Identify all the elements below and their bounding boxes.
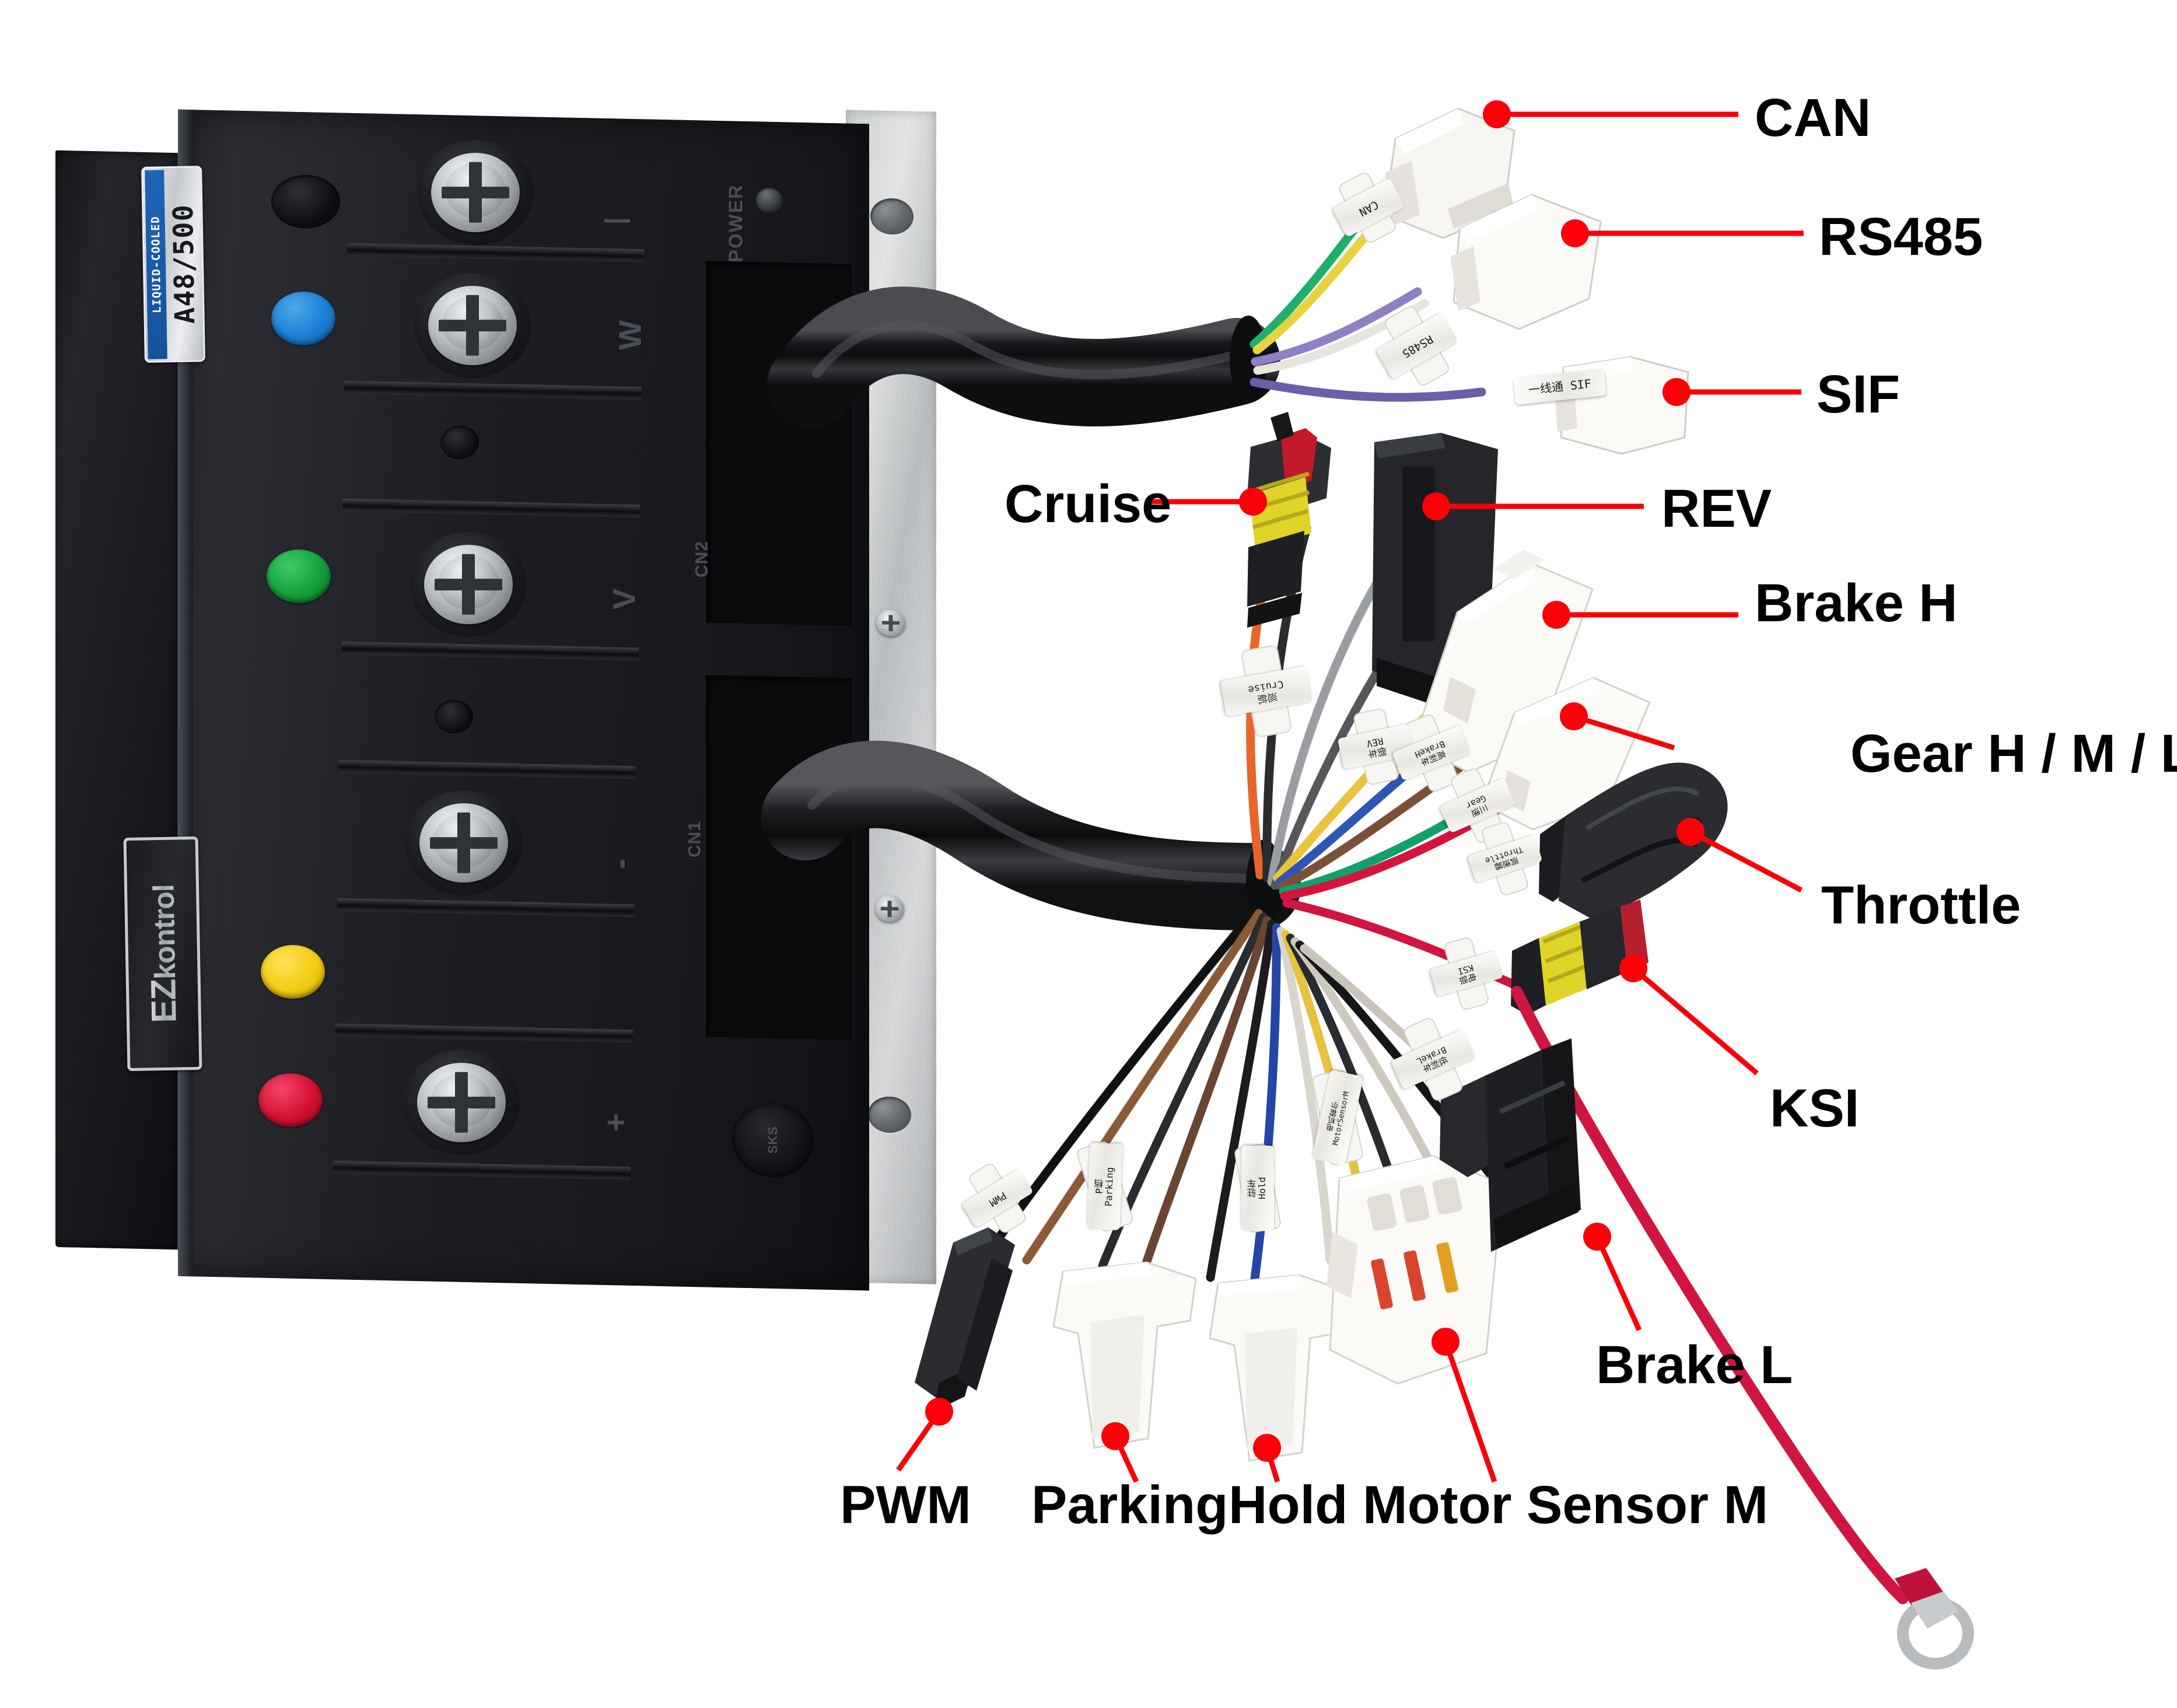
brake-l-connector — [1440, 1038, 1581, 1252]
terminal-bolt-positive — [403, 1050, 520, 1155]
wire-label-hold: 驻车 Hold — [1241, 1146, 1274, 1231]
negative-marking: - — [603, 859, 638, 869]
hold-connector — [1209, 1274, 1349, 1462]
callout-label-throttle: Throttle — [1821, 876, 2021, 935]
rs485-connector — [1450, 194, 1602, 330]
model-sticker: LIQUID-COOLED A48/500 — [141, 166, 205, 363]
callout-label-cruise: Cruise — [1005, 474, 1172, 534]
cn2-marking: CN2 — [692, 540, 712, 578]
liquid-cooled-text: LIQUID-COOLED — [149, 215, 163, 314]
motor-controller: LIQUID-COOLED A48/500 EZkontrol — [55, 109, 1012, 1291]
callout-label-pwm: PWM — [840, 1475, 971, 1535]
leader-throttle — [1689, 830, 1803, 892]
wire-label-cruise: 巡航 Cruise — [1220, 666, 1313, 717]
callout-label-hold: Hold — [1228, 1475, 1348, 1535]
wire-label-gear: 三速 Gear — [1439, 778, 1516, 834]
terminal-bolt-w — [414, 273, 531, 378]
leader-gear — [1573, 713, 1675, 751]
wire-label-sif: 一线通 SIF — [1513, 368, 1606, 405]
leader-dot-brake-h — [1542, 601, 1570, 629]
terminal-bolt-negative — [405, 790, 522, 895]
wire-label-parking: P档 Parking — [1087, 1143, 1123, 1230]
cn2-cable-well — [706, 261, 852, 626]
mounting-hole-top — [870, 198, 914, 235]
leader-dot-hold — [1253, 1434, 1281, 1462]
wire-label-can: CAN — [1332, 177, 1405, 238]
mounting-hole-bottom — [868, 1096, 911, 1133]
terminal-bolt-v — [410, 532, 527, 637]
rev-connector — [1372, 433, 1498, 705]
sleeve-end-upper — [1230, 316, 1267, 402]
leader-dot-parking — [1101, 1422, 1129, 1450]
case-vent-hole — [271, 175, 340, 229]
terminal-dot-red — [258, 1073, 323, 1127]
leader-dot-throttle — [1676, 818, 1704, 846]
plate-screw-lower — [875, 895, 904, 923]
case-screw-hole-upper — [440, 426, 479, 460]
wire-label-throttle: 调速器 Throttle — [1467, 834, 1543, 883]
terminal-dot-blue — [271, 292, 335, 345]
plate-screw-upper — [876, 609, 905, 637]
leader-dot-cruise — [1239, 488, 1267, 516]
cn1-marking: CN1 — [685, 820, 705, 858]
phase-w-marking: W — [613, 320, 648, 350]
callout-label-brake-l: Brake L — [1596, 1335, 1793, 1395]
motor-sensor-connector — [1326, 1155, 1504, 1385]
wire-label-brakel: 低刹车 BrakeL — [1390, 1028, 1476, 1090]
leader-dot-sif — [1662, 378, 1690, 406]
callout-leaders — [896, 111, 1804, 1483]
leader-dot-ksi — [1619, 954, 1647, 982]
leader-ksi — [1632, 966, 1759, 1076]
callout-label-can: CAN — [1755, 88, 1871, 148]
terminal-dot-green — [267, 550, 331, 603]
callout-label-sif: SIF — [1817, 365, 1901, 424]
parking-connector — [1052, 1261, 1197, 1449]
callout-label-gear-hml: Gear H / M / L — [1850, 724, 2177, 783]
callout-label-motor-sensor: Motor Sensor M — [1363, 1475, 1769, 1535]
ksi-power-lead — [1511, 986, 1974, 1670]
wire-label-rs485: RS485 — [1376, 312, 1458, 380]
power-marking: POWER — [725, 184, 747, 262]
positive-marking: + — [598, 1113, 634, 1132]
terminal-dot-yellow — [261, 945, 325, 999]
callout-label-brake-h: Brake H — [1755, 573, 1958, 633]
callout-label-rs485: RS485 — [1819, 207, 1983, 267]
model-number-text: A48/500 — [167, 204, 202, 324]
leader-dot-rev — [1422, 492, 1450, 520]
leader-motor-sensor — [1443, 1340, 1497, 1483]
phase-u-marking: | — [600, 215, 630, 225]
grommet-marking-text: SKS — [765, 1125, 780, 1154]
model-number-area: A48/500 — [164, 167, 204, 360]
wire-label-motorsensor: 电机霍尔 MotorSensorM — [1311, 1069, 1364, 1166]
phase-v-marking: V — [607, 588, 642, 610]
leader-dot-brake-l — [1583, 1223, 1611, 1251]
leader-dot-rs485 — [1561, 219, 1589, 247]
brand-badge-text: EZkontrol — [141, 884, 184, 1023]
leader-dot-motor-sensor — [1432, 1328, 1460, 1356]
callout-label-parking: Parking — [1031, 1475, 1228, 1535]
callout-label-ksi: KSI — [1770, 1079, 1860, 1138]
callout-label-rev: REV — [1661, 479, 1772, 538]
leader-brake-l — [1594, 1236, 1642, 1331]
case-screw-hole-lower — [435, 700, 473, 734]
leader-dot-pwm — [925, 1398, 953, 1426]
leader-dot-can — [1483, 100, 1511, 128]
leader-dot-gear — [1560, 702, 1588, 730]
power-led-indicator — [755, 187, 783, 212]
sleeve-end-lower — [1246, 839, 1283, 928]
cruise-connector — [1247, 412, 1331, 628]
terminal-bolt-u — [417, 140, 534, 245]
wire-label-ksi: 电锁 KSI — [1429, 950, 1504, 997]
brand-badge: EZkontrol — [123, 836, 202, 1072]
cn1-cable-well — [706, 675, 852, 1040]
